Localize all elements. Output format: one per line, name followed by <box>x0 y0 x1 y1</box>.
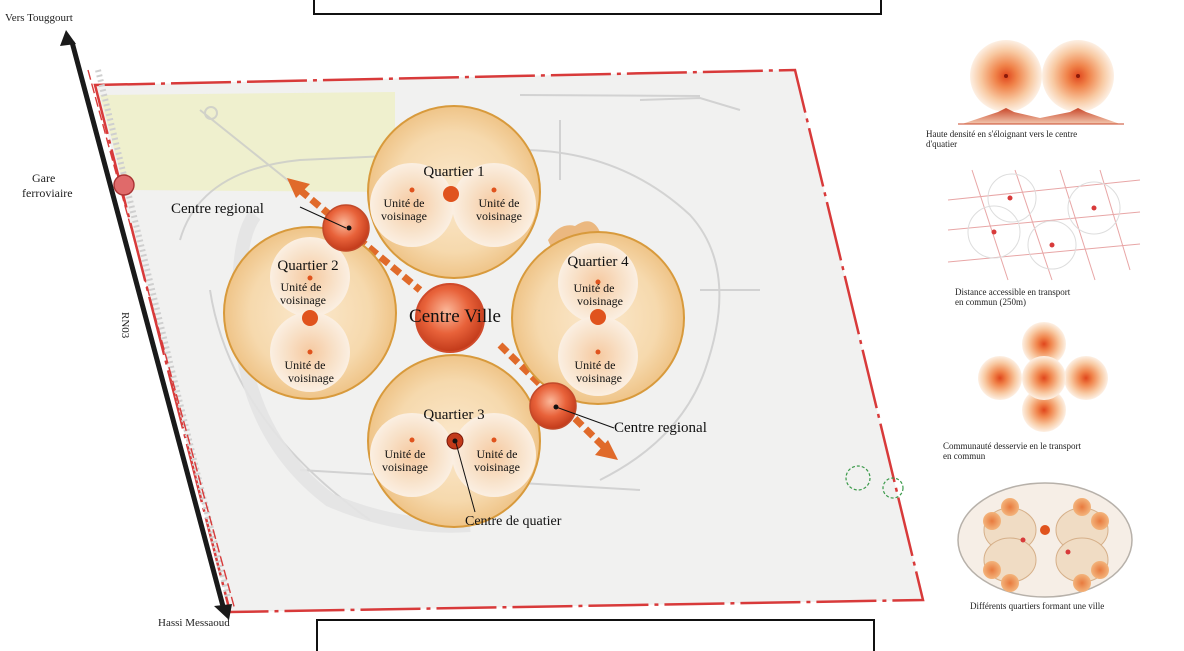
quarter-3-title: Quartier 3 <box>423 407 484 423</box>
regional-center-label-right: Centre regional <box>614 420 707 436</box>
unit-label: Unité de <box>285 358 326 372</box>
unit-label: voisinage <box>474 460 520 474</box>
unit-label: voisinage <box>288 371 334 385</box>
unit-label: voisinage <box>476 209 522 223</box>
quarter-center-node <box>302 310 318 326</box>
quarter-center-node <box>443 186 459 202</box>
legend-caption-line: Différents quartiers formant une ville <box>970 601 1105 611</box>
legend-transport-distance <box>947 169 1141 281</box>
legend-caption-2: Distance accessible en transport en comm… <box>955 287 1165 307</box>
unit-label: Unité de <box>575 358 616 372</box>
station-marker <box>113 174 135 196</box>
legend-caption-line: d'quatier <box>926 139 958 149</box>
unit-label: voisinage <box>381 209 427 223</box>
road-rn03 <box>60 30 236 620</box>
quarter-4 <box>511 231 685 405</box>
legend-caption-1: Haute densité en s'éloignant vers le cen… <box>926 129 1156 149</box>
title-frame-bottom <box>316 619 875 651</box>
quarter-1 <box>367 105 541 279</box>
axis-arrowhead-left <box>287 178 310 198</box>
legend-community-service <box>978 322 1108 432</box>
road-route-label: RN03 <box>119 312 131 339</box>
neighbourhood-unit <box>370 163 454 247</box>
green-marker <box>845 465 871 491</box>
neighbourhood-unit <box>452 413 536 497</box>
legend-caption-line: Communauté desservie en le transport <box>943 441 1081 451</box>
urban-plan-diagram: Vers Touggourt Hassi Messaoud RN03 Gare … <box>5 12 1141 629</box>
quarter-4-title: Quartier 4 <box>567 254 629 270</box>
quarter-2-title: Quartier 2 <box>277 258 338 274</box>
legend-caption-line: Haute densité en s'éloignant vers le cen… <box>926 129 1078 139</box>
legend-density <box>958 40 1124 125</box>
road-arrow-bottom <box>214 604 232 620</box>
road-top-label: Vers Touggourt <box>5 12 73 24</box>
unit-label: Unité de <box>384 196 425 210</box>
station-label-line2: ferroviaire <box>22 186 73 200</box>
city-center-label: Centre Ville <box>409 306 501 327</box>
unit-label: Unité de <box>574 281 615 295</box>
legend-caption-line: en commun (250m) <box>955 297 1026 307</box>
title-frame-top <box>313 0 882 15</box>
station-label-line1: Gare <box>32 171 55 185</box>
site-boundary <box>93 68 925 614</box>
unit-label: voisinage <box>382 460 428 474</box>
neighbourhood-unit <box>452 163 536 247</box>
neighbourhood-unit <box>558 316 638 396</box>
unit-label: Unité de <box>281 280 322 294</box>
legend-caption-line: en commun <box>943 451 986 461</box>
legend-city-quarters <box>957 482 1133 598</box>
unit-label: voisinage <box>576 371 622 385</box>
quarter-center-node <box>590 309 606 325</box>
legend-caption-line: Distance accessible en transport <box>955 287 1071 297</box>
regional-center-label-left: Centre regional <box>171 201 264 217</box>
green-marker <box>882 477 904 499</box>
road-arrow-top <box>60 30 76 46</box>
axis-arrowhead-right <box>595 440 618 460</box>
legend-caption-4: Différents quartiers formant une ville <box>970 601 1170 611</box>
green-zone <box>100 92 395 192</box>
legend-caption-3: Communauté desservie en le transport en … <box>943 441 1168 461</box>
regional-center-node-right <box>529 382 577 430</box>
background-streets <box>179 94 760 521</box>
unit-label: voisinage <box>280 293 326 307</box>
leader-lines <box>299 206 615 513</box>
quarter-2 <box>223 226 397 400</box>
unit-label: voisinage <box>577 294 623 308</box>
neighbourhood-unit <box>370 413 454 497</box>
city-center-node <box>415 283 485 353</box>
quarter-3 <box>367 354 541 528</box>
unit-label: Unité de <box>385 447 426 461</box>
quarter-center-label: Centre de quatier <box>465 514 562 529</box>
unit-label: Unité de <box>479 196 520 210</box>
unit-label: Unité de <box>477 447 518 461</box>
road-bottom-label: Hassi Messaoud <box>158 617 230 629</box>
quarter-1-title: Quartier 1 <box>423 164 484 180</box>
